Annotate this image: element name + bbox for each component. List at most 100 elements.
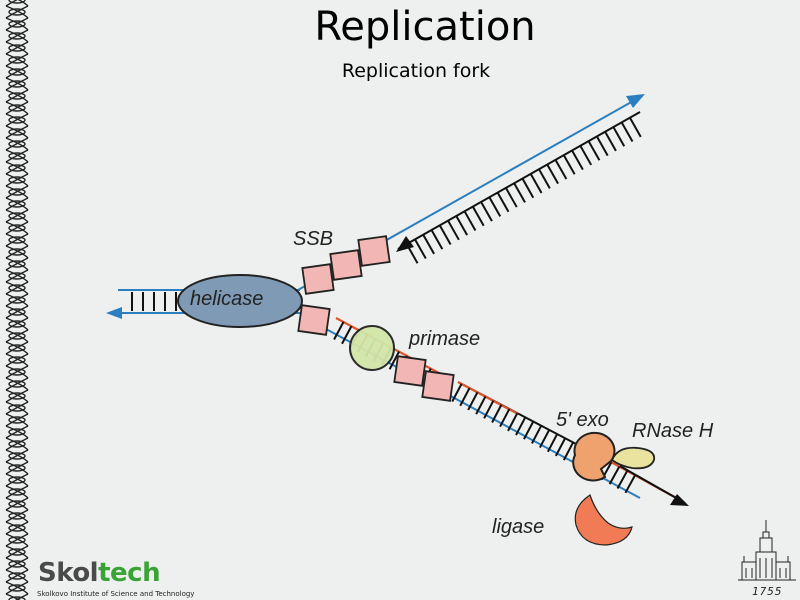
helix-stroke: [5, 149, 29, 163]
helix-loop: [8, 308, 26, 316]
base-pair: [620, 121, 634, 143]
helix-loop: [8, 440, 26, 448]
helix-stroke: [5, 437, 29, 451]
helix-stroke: [5, 533, 29, 547]
base-pair: [388, 351, 400, 370]
base-pair: [451, 383, 463, 403]
helix-stroke: [5, 29, 29, 43]
helix-loop: [8, 8, 26, 16]
helix-stroke: [5, 149, 29, 163]
helix-loop: [8, 140, 26, 148]
base-pair: [463, 210, 477, 231]
helix-loop: [8, 0, 26, 4]
base-pair: [480, 201, 493, 222]
helix-stroke: [5, 257, 29, 271]
helix-loop: [8, 320, 26, 328]
rnase-h-label: RNase H: [632, 420, 714, 442]
skoltech-logo: Skoltech Skolkovo Institute of Science a…: [34, 556, 194, 600]
helix-loop: [8, 104, 26, 112]
helix-stroke: [5, 233, 29, 247]
arrow-head-lower: [670, 494, 689, 506]
base-pair: [554, 437, 567, 457]
helix-stroke: [5, 209, 29, 223]
helicase-label: helicase: [190, 288, 264, 310]
ssb-protein: [329, 249, 363, 281]
base-pair: [488, 196, 502, 217]
helix-loop: [8, 416, 26, 424]
ssb-protein: [301, 263, 335, 295]
base-pair: [455, 215, 469, 236]
helix-stroke: [17, 0, 29, 7]
helix-stroke: [5, 437, 29, 451]
ligase-protein: [574, 494, 633, 546]
base-pair: [612, 126, 626, 147]
rnase-h-protein: [610, 446, 656, 470]
helix-stroke: [5, 485, 29, 499]
page-title: Replication: [314, 4, 536, 50]
helix-stroke: [5, 365, 29, 379]
base-pair: [587, 140, 601, 161]
helix-stroke: [5, 65, 29, 79]
base-pair: [475, 395, 487, 415]
arrow-head-upper: [626, 94, 645, 108]
helix-stroke: [5, 77, 29, 91]
base-pair: [562, 441, 574, 461]
base-pair: [604, 131, 617, 152]
helix-stroke: [5, 257, 29, 271]
helix-stroke: [5, 113, 29, 127]
helix-stroke: [5, 497, 29, 511]
helix-loop: [8, 404, 26, 412]
helix-stroke: [5, 581, 29, 595]
helix-stroke: [5, 125, 29, 139]
helix-loop: [8, 344, 26, 352]
arrow-head-upper-new: [396, 236, 414, 252]
helix-stroke: [5, 293, 29, 307]
base-pair: [579, 145, 593, 166]
helix-loop: [8, 428, 26, 436]
helix-loop: [8, 560, 26, 568]
helix-stroke: [5, 509, 29, 523]
helix-stroke: [5, 209, 29, 223]
helix-loop: [8, 368, 26, 376]
helix-loop: [8, 92, 26, 100]
ssb-proteins: [297, 235, 455, 402]
helix-stroke: [5, 221, 29, 235]
leading-strand-arm: [297, 94, 645, 291]
base-pair: [414, 238, 427, 260]
helix-stroke: [5, 569, 29, 583]
helix-stroke: [5, 485, 29, 499]
helix-loop: [8, 152, 26, 160]
dna-helix-border: [5, 0, 29, 600]
helix-stroke: [5, 557, 29, 571]
helix-stroke: [5, 161, 29, 175]
helix-loop: [8, 284, 26, 292]
helix-stroke: [5, 281, 29, 295]
helix-stroke: [5, 353, 29, 367]
helix-stroke: [5, 89, 29, 103]
helix-stroke: [5, 461, 29, 475]
helix-stroke: [5, 53, 29, 67]
base-pair: [438, 224, 452, 245]
helix-loop: [8, 224, 26, 232]
helix-stroke: [5, 545, 29, 559]
logo-tagline: Skolkovo Institute of Science and Techno…: [37, 590, 195, 598]
helix-stroke: [5, 593, 21, 600]
base-pair: [616, 470, 629, 489]
base-pair: [447, 220, 460, 241]
ssb-protein: [393, 355, 427, 387]
helix-stroke: [5, 161, 29, 175]
helix-stroke: [5, 17, 29, 31]
helix-loop: [8, 296, 26, 304]
base-pair: [546, 164, 559, 185]
helix-stroke: [5, 389, 29, 403]
base-pair: [341, 325, 353, 345]
helix-loop: [8, 176, 26, 184]
ssb-protein: [357, 235, 391, 267]
helix-loop: [8, 596, 26, 600]
logo-text-part1: Skol: [38, 558, 99, 588]
helix-stroke: [5, 317, 29, 331]
helix-stroke: [5, 425, 29, 439]
helicase-protein: [177, 274, 303, 328]
